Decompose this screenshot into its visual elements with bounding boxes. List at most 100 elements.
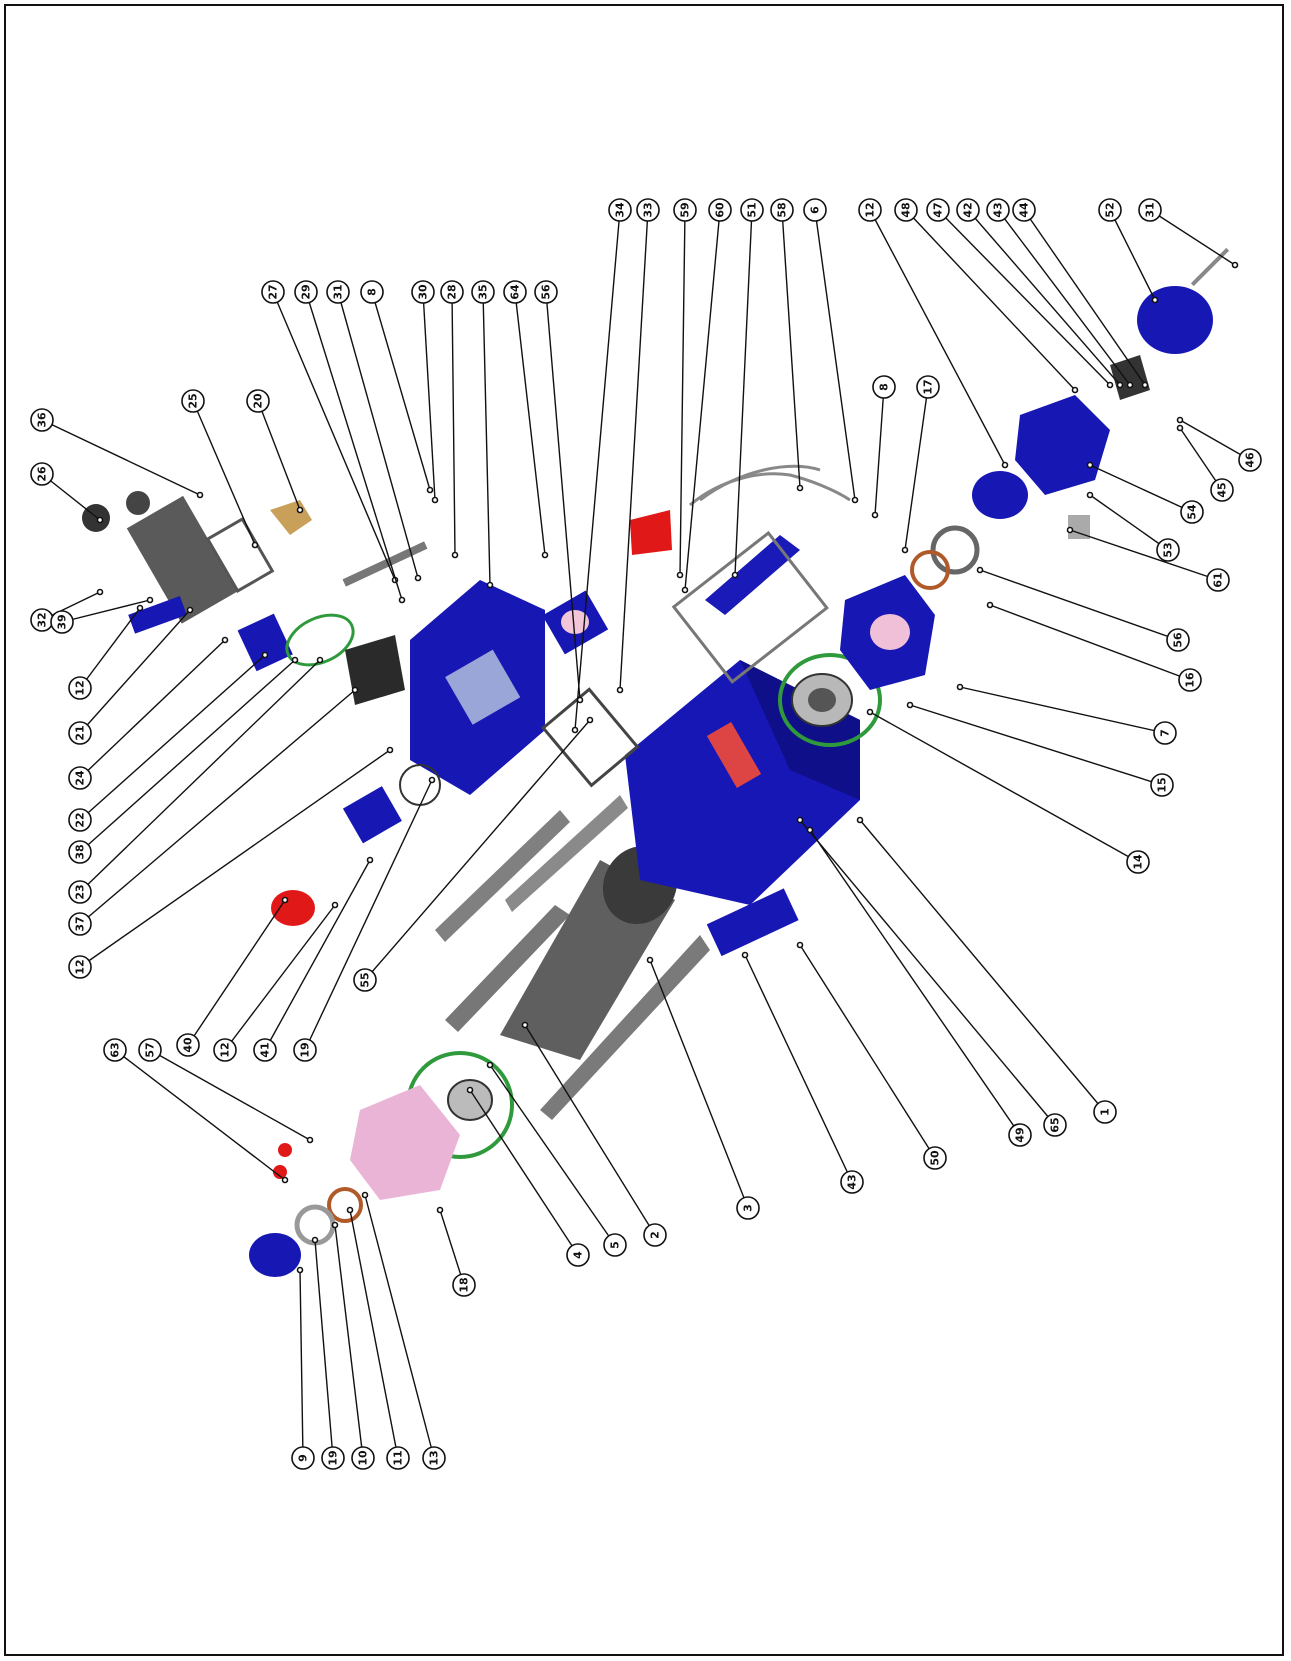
shaft (342, 541, 428, 587)
callout-number: 16 (1184, 672, 1197, 688)
leader-line (257, 400, 301, 511)
leader-arrow (451, 551, 459, 559)
leader-arrow (1231, 261, 1239, 269)
callout-balloon (986, 198, 1010, 222)
callout-number: 13 (428, 1450, 441, 1465)
leader-line (41, 473, 101, 521)
callout-37: 37 (68, 686, 359, 936)
leader-arrow (296, 506, 304, 514)
drawing-frame (4, 4, 1284, 1656)
leader-arrow (261, 651, 269, 659)
callout-balloon (411, 280, 435, 304)
callout-number: 40 (182, 1037, 195, 1053)
callout-number: 57 (144, 1042, 157, 1057)
callout-balloon (471, 280, 495, 304)
callout-31: 31 (1138, 198, 1239, 269)
callout-balloon (294, 280, 318, 304)
callout-balloon (736, 1196, 760, 1220)
leader-arrow (251, 541, 259, 549)
callout-11: 11 (346, 1206, 410, 1470)
flange-blue (342, 786, 402, 844)
callout-balloon (452, 1273, 476, 1297)
callout-balloon (1043, 1113, 1067, 1137)
callout-number: 51 (746, 202, 759, 217)
callout-number: 19 (299, 1042, 312, 1057)
leader-line (545, 291, 581, 701)
callout-balloon (603, 1233, 627, 1257)
callout-39: 39 (50, 596, 154, 634)
leader-arrow (956, 683, 964, 691)
callout-number: 5 (609, 1241, 622, 1249)
leader-line (1089, 464, 1193, 513)
callout-balloon (1178, 668, 1202, 692)
callout-balloon (956, 198, 980, 222)
leader-arrow (486, 1061, 494, 1069)
leader-arrow (796, 816, 804, 824)
leader-line (904, 386, 929, 551)
callout-number: 58 (776, 202, 789, 217)
leader-line (1089, 494, 1169, 551)
callout-balloon (68, 880, 92, 904)
leader-line (937, 209, 1111, 386)
fan-cover (1137, 286, 1213, 354)
callout-balloon (1238, 448, 1262, 472)
callout-number: 23 (74, 884, 87, 899)
callout-balloon (1008, 1123, 1032, 1147)
leader-line (349, 1209, 399, 1459)
cover-plate (126, 495, 239, 624)
leader-line (79, 659, 296, 853)
callout-balloon (1012, 198, 1036, 222)
leader-arrow (426, 486, 434, 494)
leader-arrow (1176, 424, 1184, 432)
bearing-block (345, 635, 405, 705)
red-plug (273, 1165, 287, 1179)
leader-line (859, 819, 1106, 1113)
callout-balloon (1093, 1100, 1117, 1124)
callout-63: 63 (103, 1038, 289, 1184)
callout-61: 61 (1066, 526, 1230, 592)
callout-balloon (858, 198, 882, 222)
callout-number: 6 (809, 206, 822, 214)
leader-arrow (796, 484, 804, 492)
leader-arrow (1066, 526, 1074, 534)
callout-number: 15 (1156, 777, 1169, 792)
leader-arrow (616, 686, 624, 694)
callout-20: 20 (246, 389, 304, 514)
callout-balloon (926, 198, 950, 222)
callout-number: 41 (259, 1042, 272, 1057)
leader-arrow (681, 586, 689, 594)
callout-balloon (534, 280, 558, 304)
callout-balloon (673, 198, 697, 222)
leader-line (874, 386, 885, 516)
bearing-lower (447, 1079, 493, 1121)
leader-line (781, 209, 801, 489)
o-ring (399, 764, 441, 806)
callout-41: 41 (253, 856, 374, 1062)
callout-number: 56 (1172, 632, 1185, 648)
leader-arrow (281, 896, 289, 904)
callout-balloon (566, 1243, 590, 1267)
callout-balloon (261, 280, 285, 304)
side-panel (540, 935, 710, 1120)
callout-65: 65 (796, 816, 1067, 1137)
spring-ring (910, 550, 950, 590)
callout-number: 45 (1216, 482, 1229, 497)
callout-balloon (293, 1038, 317, 1062)
leader-arrow (1106, 381, 1114, 389)
callout-21: 21 (68, 606, 194, 745)
callout-balloon (360, 280, 384, 304)
leader-line (1069, 529, 1219, 581)
callout-balloon (894, 198, 918, 222)
callout-10: 10 (331, 1221, 375, 1470)
leader-arrow (871, 511, 879, 519)
callout-number: 32 (36, 612, 49, 627)
leader-arrow (906, 701, 914, 709)
leader-line (114, 1049, 286, 1181)
callout-7: 7 (956, 683, 1177, 745)
callout-number: 59 (679, 202, 692, 217)
leader-arrow (521, 1021, 529, 1029)
callout-number: 3 (742, 1204, 755, 1212)
leader-line (304, 779, 433, 1051)
callout-55: 55 (353, 716, 594, 992)
callout-26: 26 (30, 462, 104, 524)
